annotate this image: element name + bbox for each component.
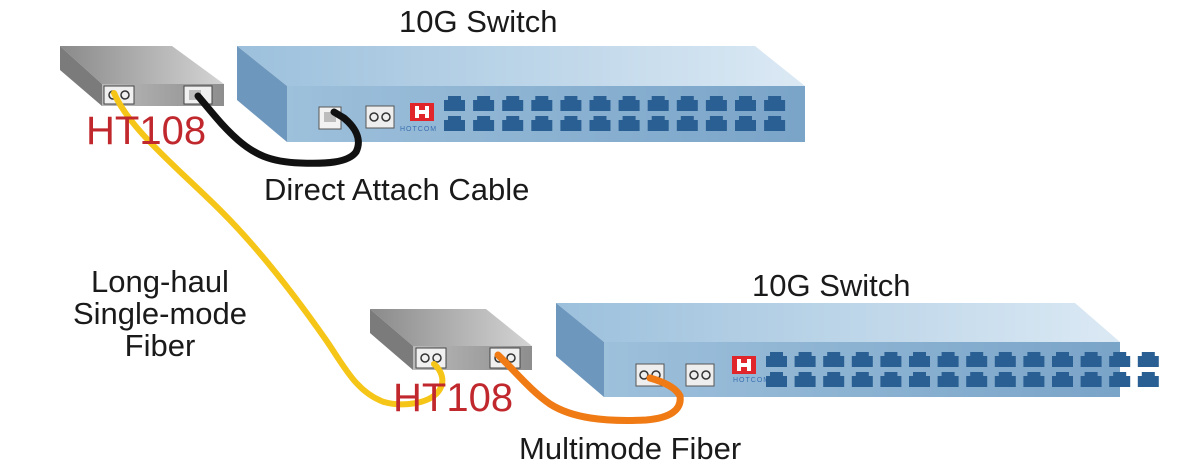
switch-top-port-grid <box>444 96 786 131</box>
multimode-fiber <box>494 351 684 424</box>
switch-top: HOTCOM <box>237 46 805 142</box>
rj45-port-icon <box>851 372 873 387</box>
rj45-port-icon <box>764 116 786 131</box>
rj45-port-icon <box>705 96 727 111</box>
rj45-port-icon <box>473 96 495 111</box>
hotcom-logo-icon <box>410 103 434 121</box>
rj45-port-icon <box>1109 372 1131 387</box>
rj45-port-icon <box>766 372 787 387</box>
rj45-port-icon <box>676 96 698 111</box>
rj45-port-icon <box>560 96 582 111</box>
switch-top-label: 10G Switch <box>399 4 558 39</box>
switch-top-sfp-port-b <box>365 105 395 129</box>
switch-bottom-chassis-front <box>604 342 1120 397</box>
rj45-port-icon <box>1080 352 1102 367</box>
switch-bottom-chassis-side <box>556 303 604 397</box>
logo-text: HOTCOM <box>733 377 770 384</box>
ht108-top-chassis-top <box>60 46 224 84</box>
ht108-bottom-label: HT108 <box>393 376 514 420</box>
single-mode-fiber <box>111 90 446 408</box>
rj45-port-icon <box>647 116 669 131</box>
rj45-port-icon <box>880 352 902 367</box>
ht108-top-label: HT108 <box>86 109 207 153</box>
direct-attach-cable <box>194 92 362 167</box>
rj45-port-icon <box>502 96 524 111</box>
rj45-port-icon <box>1023 352 1045 367</box>
switch-bottom-chassis-top <box>556 303 1120 342</box>
rj45-port-icon <box>794 352 816 367</box>
rj45-port-icon <box>735 96 756 111</box>
rj45-port-icon <box>966 352 988 367</box>
rj45-port-icon <box>560 116 582 131</box>
rj45-port-icon <box>1023 372 1045 387</box>
rj45-port-icon <box>966 372 988 387</box>
rj45-port-icon <box>1137 352 1159 367</box>
rj45-port-icon <box>444 116 465 131</box>
rj45-port-icon <box>937 372 959 387</box>
rj45-port-icon <box>1052 352 1073 367</box>
rj45-port-icon <box>676 116 698 131</box>
hotcom-logo-icon <box>732 356 756 374</box>
rj45-port-icon <box>618 116 640 131</box>
ht108-top-chassis-side <box>60 46 102 106</box>
rj45-port-icon <box>502 116 524 131</box>
rj45-port-icon <box>823 352 845 367</box>
rj45-port-icon <box>705 116 727 131</box>
ht108-top-fiber-port <box>103 85 135 105</box>
direct-attach-cable-label: Direct Attach Cable <box>264 172 530 207</box>
rj45-port-icon <box>473 116 495 131</box>
switch-bottom: HOTCOM <box>556 303 1159 397</box>
rj45-port-icon <box>531 96 553 111</box>
switch-bottom-sfp-port-b <box>685 363 715 387</box>
ht108-bottom-chassis-side <box>370 309 413 370</box>
multimode-fiber-label: Multimode Fiber <box>519 431 742 466</box>
switch-top-chassis-front <box>287 86 805 142</box>
rj45-port-icon <box>1137 372 1159 387</box>
switch-top-chassis-side <box>237 46 287 142</box>
switch-bottom-label: 10G Switch <box>752 268 911 303</box>
switch-bottom-port-grid <box>766 352 1159 387</box>
rj45-port-icon <box>618 96 640 111</box>
rj45-port-icon <box>1052 372 1073 387</box>
rj45-port-icon <box>1109 352 1131 367</box>
rj45-port-icon <box>794 372 816 387</box>
rj45-port-icon <box>735 116 756 131</box>
rj45-port-icon <box>937 352 959 367</box>
rj45-port-icon <box>589 116 611 131</box>
rj45-port-icon <box>909 352 930 367</box>
logo-text: HOTCOM <box>400 126 437 133</box>
rj45-port-icon <box>766 352 787 367</box>
rj45-port-icon <box>444 96 465 111</box>
ht108-top-device <box>60 46 224 106</box>
rj45-port-icon <box>880 372 902 387</box>
single-mode-fiber-label: Long-haul Single-mode Fiber <box>72 264 248 363</box>
rj45-port-icon <box>764 96 786 111</box>
rj45-port-icon <box>823 372 845 387</box>
switch-top-chassis-top <box>237 46 805 86</box>
rj45-port-icon <box>1080 372 1102 387</box>
ht108-bottom-fiber-port-a <box>415 347 447 369</box>
rj45-port-icon <box>994 352 1016 367</box>
ht108-bottom-chassis-top <box>370 309 532 346</box>
rj45-port-icon <box>909 372 930 387</box>
rj45-port-icon <box>994 372 1016 387</box>
rj45-port-icon <box>647 96 669 111</box>
rj45-port-icon <box>531 116 553 131</box>
rj45-port-icon <box>851 352 873 367</box>
rj45-port-icon <box>589 96 611 111</box>
